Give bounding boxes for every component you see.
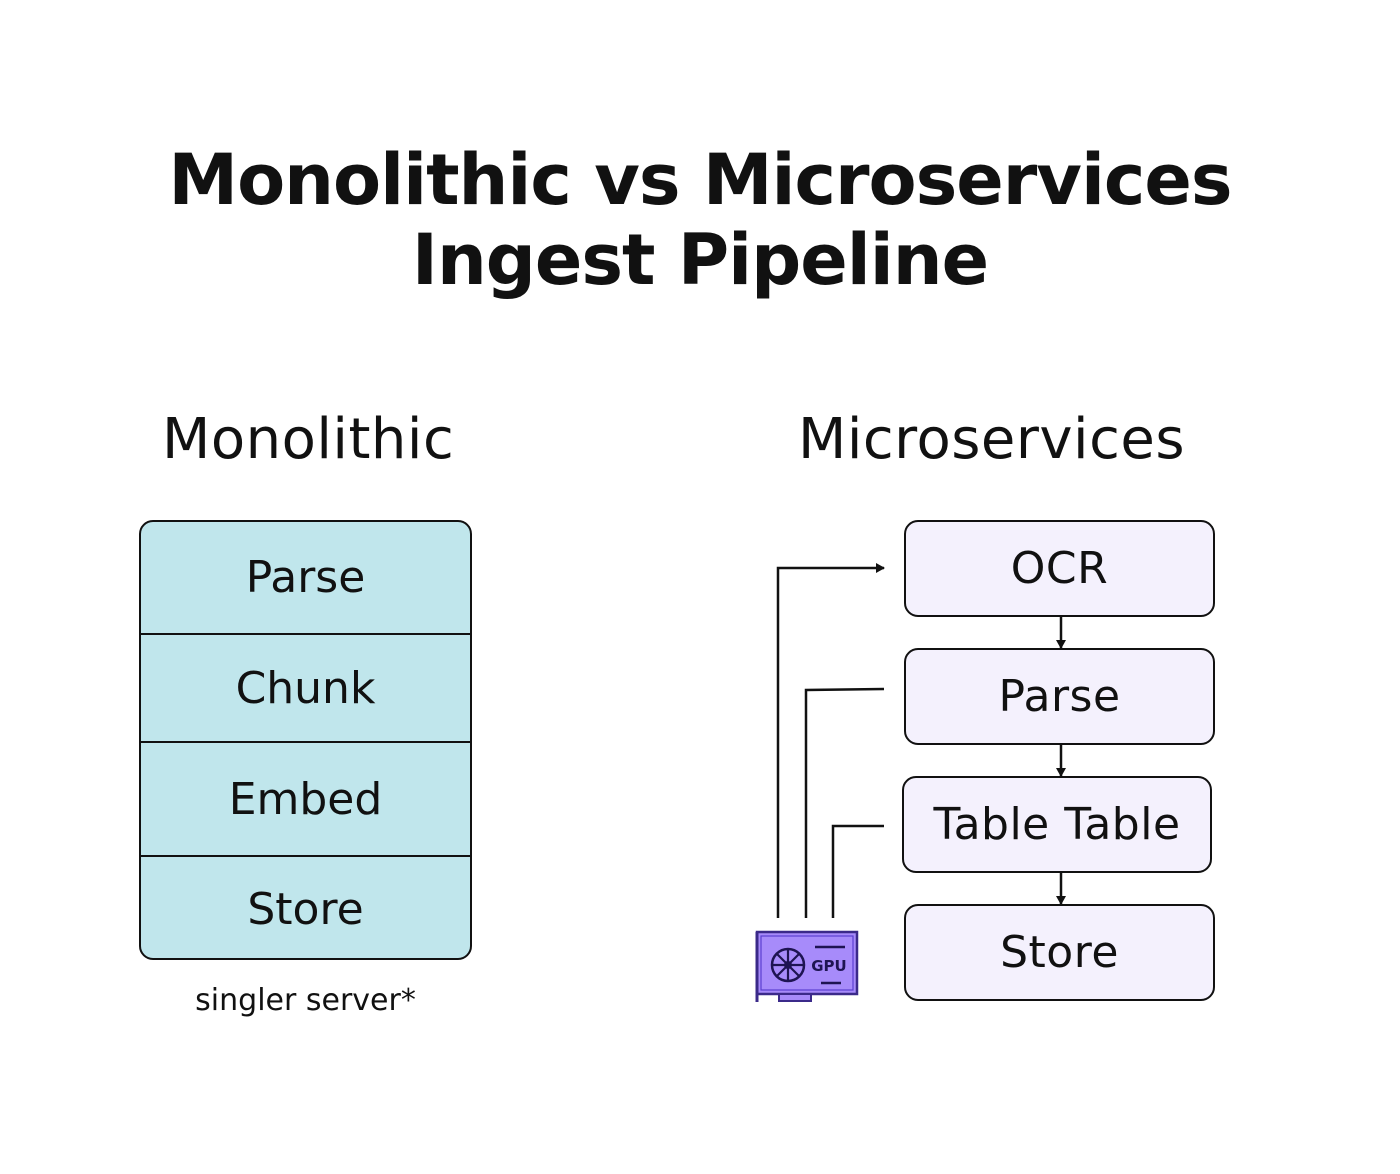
gpu-link-parse <box>804 687 885 918</box>
mono-layer-embed: Embed <box>141 741 470 855</box>
mono-layer-chunk: Chunk <box>141 633 470 741</box>
service-parse: Parse <box>904 648 1215 745</box>
service-store: Store <box>904 904 1215 1001</box>
gpu-card-icon: GPU <box>755 930 859 1002</box>
service-ocr: OCR <box>904 520 1215 617</box>
service-table: Table Table <box>902 776 1212 873</box>
microservices-heading: Microservices <box>798 407 1185 472</box>
title-line-2: Ingest Pipeline <box>411 219 989 301</box>
title-line-1: Monolithic vs Microservices <box>168 139 1232 221</box>
gpu-link-ocr <box>776 563 885 918</box>
monolithic-footnote: singler server* <box>195 983 416 1018</box>
mono-layer-parse: Parse <box>245 552 366 603</box>
page-title: Monolithic vs Microservices Ingest Pipel… <box>0 140 1400 300</box>
gpu-label: GPU <box>811 957 847 975</box>
monolithic-server-stack: Parse Chunk Embed Store <box>139 520 472 960</box>
mono-layer-store: Store <box>141 855 470 958</box>
monolithic-heading: Monolithic <box>162 407 455 472</box>
gpu-link-table <box>831 824 884 918</box>
